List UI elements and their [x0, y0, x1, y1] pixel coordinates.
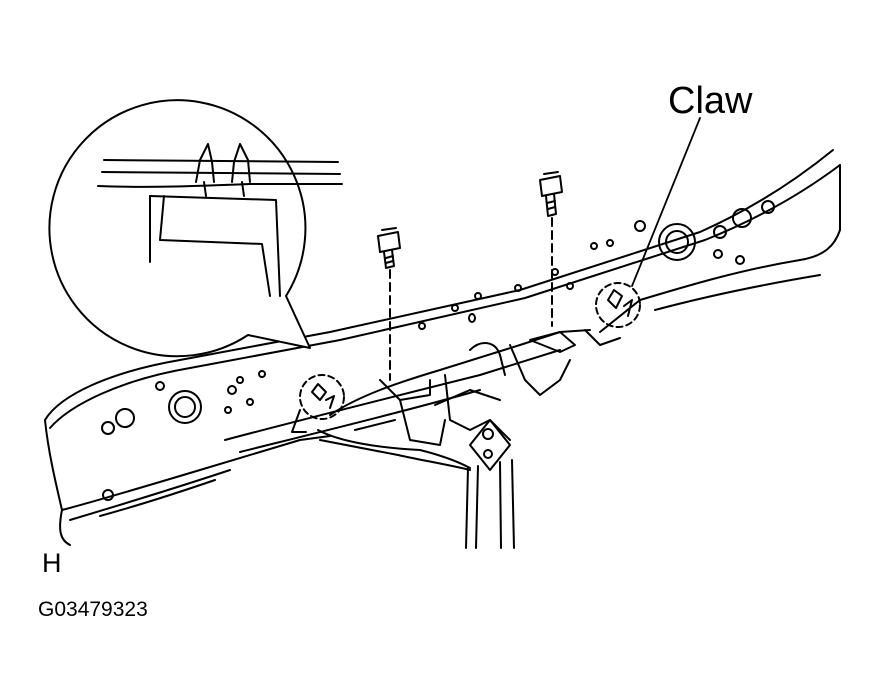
claw-right	[596, 283, 640, 327]
detail-magnifier	[49, 100, 342, 356]
bolt-left	[378, 228, 400, 380]
view-letter-label: H	[42, 548, 62, 578]
bolt-right	[540, 172, 562, 326]
claw-leader-line	[632, 118, 700, 286]
hood-lock-support	[466, 460, 514, 548]
figure-code-label: G03479323	[38, 598, 148, 621]
radiator-support-upper	[45, 150, 840, 545]
claw-label: Claw	[668, 80, 753, 122]
claw-left	[292, 375, 344, 432]
hood-lock-bracket	[318, 330, 620, 470]
